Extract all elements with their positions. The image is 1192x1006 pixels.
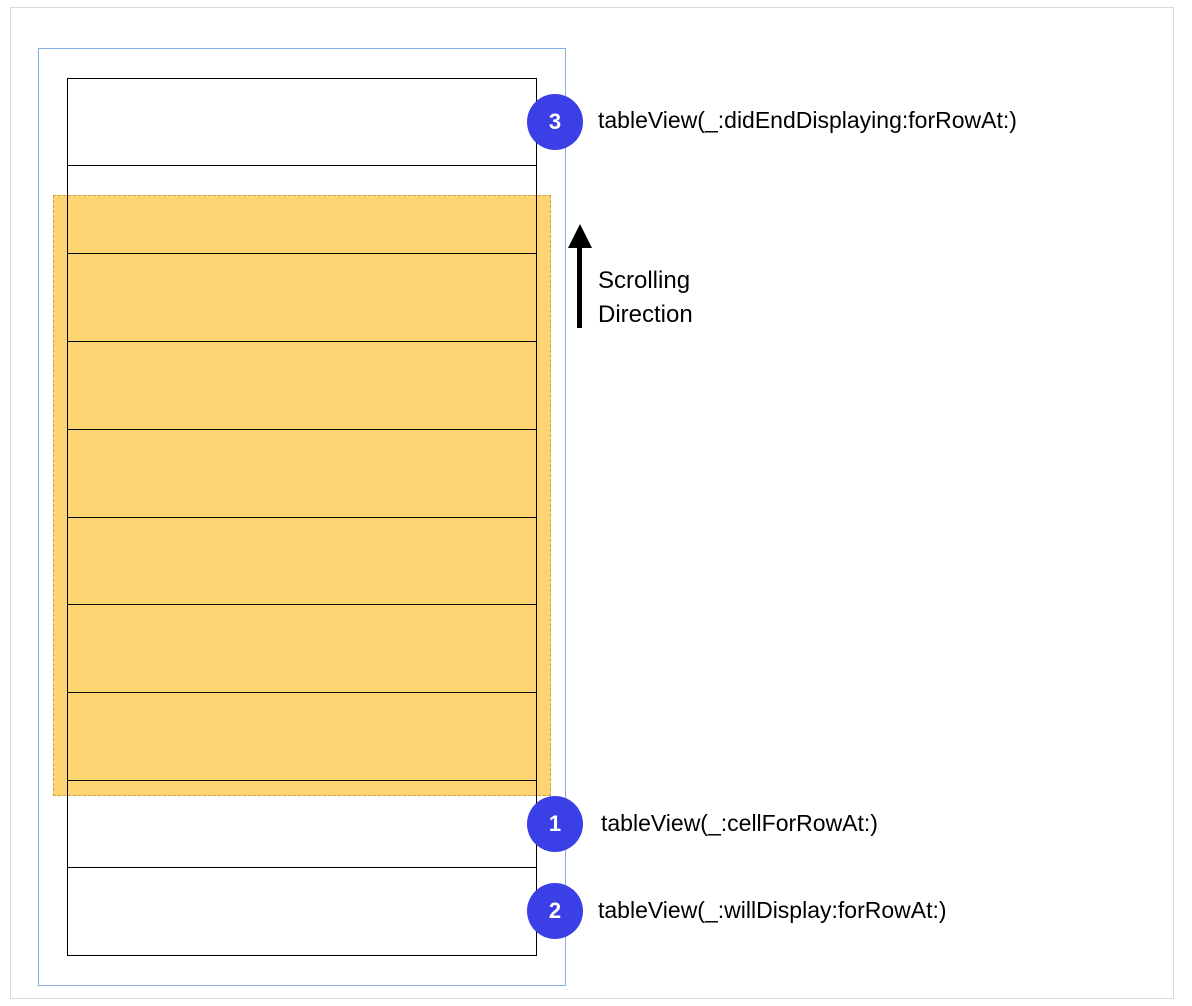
scroll-label-line1: Scrolling [598, 267, 691, 294]
visible-region [53, 195, 551, 796]
step-badge-2: 2 [527, 883, 583, 939]
scrolling-direction-label: Scrolling Direction [598, 264, 693, 332]
row-divider [67, 867, 537, 868]
row-divider [67, 253, 537, 254]
scroll-label-line2: Direction [598, 301, 693, 328]
screen-bounds [38, 48, 566, 986]
did-end-displaying-label: tableView(_:didEndDisplaying:forRowAt:) [598, 107, 1017, 133]
diagram-frame [10, 7, 1174, 999]
row-divider [67, 429, 537, 430]
will-display-label: tableView(_:willDisplay:forRowAt:) [598, 897, 947, 923]
row-divider [67, 517, 537, 518]
step-badge-3: 3 [527, 94, 583, 150]
step-badge-1: 1 [527, 796, 583, 852]
arrow-shaft [577, 244, 582, 328]
row-divider [67, 692, 537, 693]
row-divider [67, 165, 537, 166]
row-divider [67, 341, 537, 342]
row-divider [67, 780, 537, 781]
cell-for-row-label: tableView(_:cellForRowAt:) [601, 810, 878, 836]
row-divider [67, 604, 537, 605]
